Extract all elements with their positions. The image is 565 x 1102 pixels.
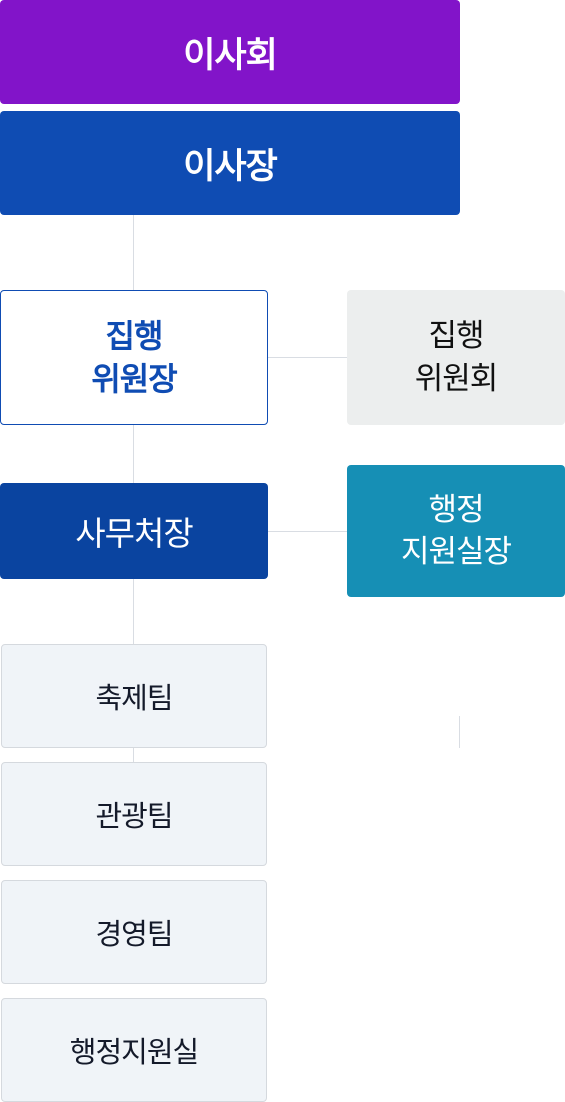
executive-committee-label: 집행 위원회 <box>414 317 499 397</box>
team-box-admin-support: 행정지원실 <box>1 998 267 1102</box>
team-label: 축제팀 <box>95 681 173 715</box>
executive-chair-label: 집행 위원장 <box>91 316 177 398</box>
team-label: 경영팀 <box>95 917 173 951</box>
team-box-festival: 축제팀 <box>1 644 267 748</box>
connector-chair-to-exec <box>133 215 134 290</box>
board-label: 이사회 <box>183 35 278 76</box>
team-box-tourism: 관광팀 <box>1 762 267 866</box>
connector-exec-to-committee <box>268 357 347 358</box>
secretary-general-label: 사무처장 <box>75 514 193 553</box>
connector-secgen-to-admin <box>268 531 347 532</box>
chairman-label: 이사장 <box>183 146 278 187</box>
team-label: 행정지원실 <box>69 1035 199 1069</box>
admin-support-office-box: 행정 지원실장 <box>347 465 565 597</box>
executive-committee-box: 집행 위원회 <box>347 290 565 425</box>
board-box: 이사회 <box>0 0 460 104</box>
chairman-box: 이사장 <box>0 111 460 215</box>
executive-chair-box: 집행 위원장 <box>0 290 268 425</box>
secretary-general-box: 사무처장 <box>0 483 268 579</box>
team-box-management: 경영팀 <box>1 880 267 984</box>
team-label: 관광팀 <box>95 799 173 833</box>
connector-exec-to-secgen <box>133 425 134 483</box>
connector-stub-right <box>459 716 460 748</box>
admin-support-office-label: 행정 지원실장 <box>400 492 512 570</box>
